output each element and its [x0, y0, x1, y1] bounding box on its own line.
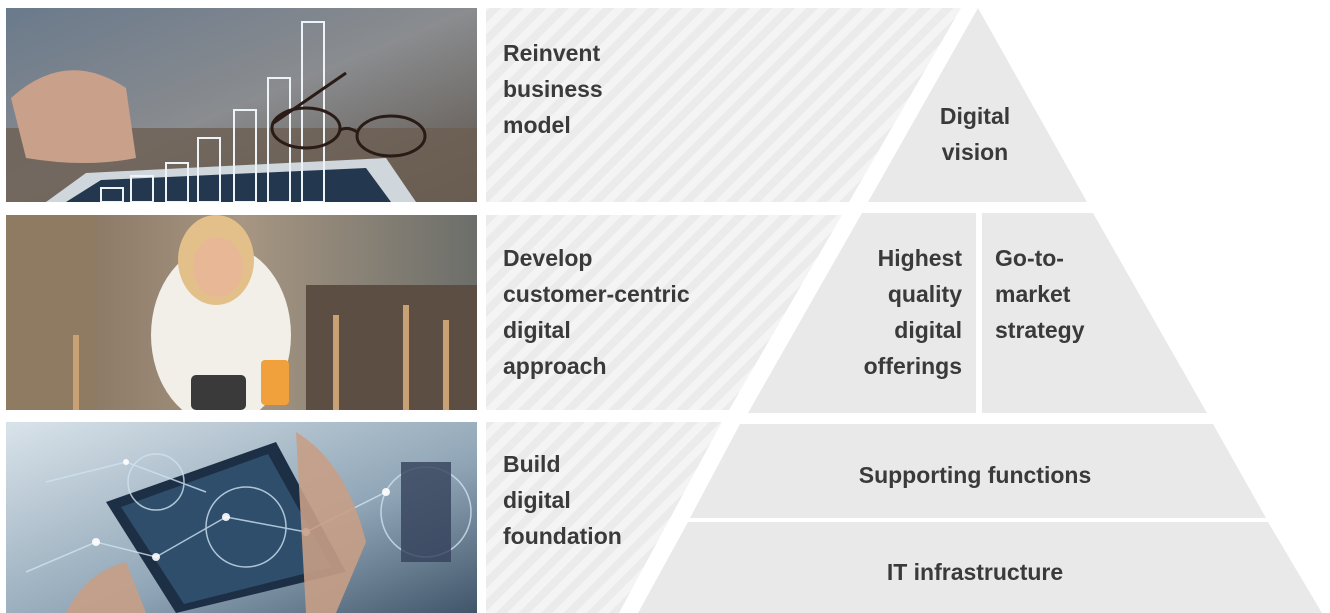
pyramid-base-lower-segment: [638, 522, 1322, 613]
tablet-growth-chart-photo: [6, 8, 477, 202]
pyramid-label-digital-vision: Digital vision: [939, 103, 1011, 165]
digital-tablet-network-photo: [6, 422, 477, 613]
pyramid-label-digital-offerings: Highest quality digital offerings: [863, 245, 962, 379]
pyramid-base-upper-segment: [690, 424, 1266, 518]
row-label-customer-centric-approach: Develop customer-centric digital approac…: [503, 245, 690, 379]
pyramid-top-tier: [868, 8, 1087, 202]
pyramid-middle-right-segment: [982, 213, 1207, 413]
pyramid-label-it-infrastructure: IT infrastructure: [886, 559, 1064, 585]
row-panel-2: [486, 215, 842, 410]
row-panel-1: [486, 8, 961, 202]
customer-mobile-payment-photo: [6, 215, 477, 410]
pyramid-middle-left-segment: [748, 213, 976, 413]
row-label-reinvent-business-model: Reinvent business model: [503, 40, 603, 138]
row-label-digital-foundation: Build digital foundation: [503, 451, 622, 549]
row-panel-3: [486, 422, 722, 613]
pyramid-label-supporting-functions: Supporting functions: [858, 462, 1092, 488]
pyramid-label-go-to-market: Go-to- market strategy: [995, 245, 1085, 343]
